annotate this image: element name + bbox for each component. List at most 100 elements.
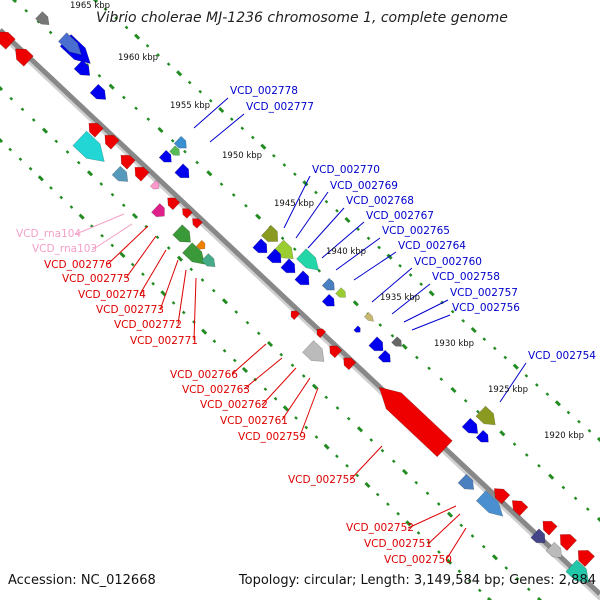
scale-tick	[535, 383, 539, 387]
scale-tick	[401, 343, 408, 350]
scale-tick	[171, 301, 176, 305]
leader-line	[335, 237, 381, 271]
scale-tick	[345, 463, 349, 468]
forward-gene-arrow	[321, 293, 335, 307]
scale-tick	[0, 85, 4, 92]
gene-label: VCD_rna103	[32, 243, 97, 255]
forward-gene-arrow	[296, 248, 320, 271]
scale-tick	[69, 205, 74, 209]
gene-label: VCD_002766	[170, 369, 238, 381]
scale-tick	[375, 492, 380, 497]
scale-tick	[512, 363, 519, 370]
scale-tick	[408, 273, 413, 277]
scale-tick	[596, 516, 600, 523]
backbone-shadow	[2, 36, 600, 600]
forward-gene-arrow	[530, 528, 546, 544]
scale-tick	[378, 323, 383, 327]
forward-gene-arrow	[89, 83, 107, 100]
scale-tick	[499, 430, 506, 437]
scale-tick	[76, 160, 81, 165]
forward-gene-arrow	[182, 242, 206, 265]
forward-gene-arrow	[266, 248, 282, 264]
scale-tick	[279, 352, 284, 357]
leader-line	[209, 113, 245, 143]
scale-tick	[439, 377, 444, 382]
scale-tick	[416, 531, 421, 535]
reverse-gene-arrow	[378, 386, 453, 458]
scale-tick	[470, 326, 477, 334]
scale-tick	[36, 19, 41, 24]
scale-tick	[240, 126, 245, 131]
leader-line	[177, 269, 187, 325]
gene-label: VCD_002764	[398, 240, 466, 252]
scale-tick	[545, 392, 550, 397]
reverse-gene-arrow	[316, 328, 327, 339]
scale-tick	[503, 355, 508, 360]
reverse-gene-arrow	[134, 166, 150, 182]
scale-label: 1965 kbp	[70, 1, 110, 11]
scale-tick	[323, 443, 330, 450]
scale-label: 1960 kbp	[118, 53, 158, 63]
scale-tick	[200, 278, 205, 282]
scale-tick	[229, 117, 234, 122]
topology-text: Topology: circular; Length: 3,149,584 bp…	[238, 573, 596, 588]
reverse-gene-arrow	[0, 31, 16, 50]
reverse-gene-arrow	[493, 488, 511, 505]
scale-tick	[176, 255, 184, 262]
scale-tick	[450, 309, 455, 314]
scale-tick	[28, 166, 33, 171]
forward-gene-arrow	[391, 336, 402, 347]
scale-tick	[141, 272, 145, 277]
scale-tick	[255, 213, 262, 220]
scale-tick	[166, 62, 171, 67]
scale-tick	[335, 208, 339, 213]
scale-tick	[86, 170, 94, 177]
scale-tick	[134, 106, 138, 111]
reverse-gene-arrow	[511, 500, 529, 517]
leader-line	[107, 225, 149, 265]
reverse-gene-arrow	[577, 550, 596, 568]
scale-tick	[263, 387, 268, 392]
forward-gene-arrow	[377, 349, 391, 363]
scale-tick	[459, 523, 464, 528]
leader-line	[283, 175, 311, 229]
leader-line	[353, 251, 397, 281]
scale-tick	[245, 320, 250, 325]
scale-tick	[212, 339, 217, 344]
scale-tick	[206, 170, 213, 177]
forward-gene-arrow	[363, 311, 374, 322]
scale-tick	[65, 150, 70, 154]
scale-tick	[41, 127, 49, 134]
scale-tick	[157, 126, 164, 134]
scale-tick	[324, 395, 329, 400]
scale-tick	[596, 436, 600, 443]
reverse-gene-arrow	[290, 310, 301, 321]
scale-tick	[176, 70, 183, 77]
scale-tick	[356, 227, 360, 232]
forward-gene-arrow	[201, 253, 216, 268]
gene-label: VCD_002769	[330, 180, 398, 192]
map-title: Vibrio cholerae MJ-1236 chromosome 1, co…	[96, 10, 508, 26]
reverse-gene-arrow	[559, 534, 578, 552]
leader-line	[75, 213, 125, 235]
scale-tick	[577, 419, 581, 424]
scale-tick	[145, 43, 150, 48]
scale-tick	[110, 192, 115, 197]
reverse-gene-arrow	[15, 48, 34, 67]
scale-tick	[292, 247, 297, 252]
gene-label: VCD_002760	[414, 256, 482, 268]
leader-line	[125, 235, 157, 279]
forward-gene-arrow	[174, 163, 190, 179]
scale-tick	[122, 95, 126, 100]
reverse-gene-arrow	[182, 208, 193, 219]
scale-tick	[256, 331, 261, 336]
scale-tick	[218, 106, 225, 114]
scale-tick	[131, 212, 139, 220]
scale-tick	[208, 98, 213, 103]
scale-tick	[219, 182, 224, 187]
scale-tick	[461, 318, 466, 323]
leader-line	[91, 223, 133, 251]
gene-label: VCD_002758	[432, 271, 500, 283]
scale-tick	[573, 496, 578, 501]
scale-label: 1945 kbp	[274, 199, 314, 209]
